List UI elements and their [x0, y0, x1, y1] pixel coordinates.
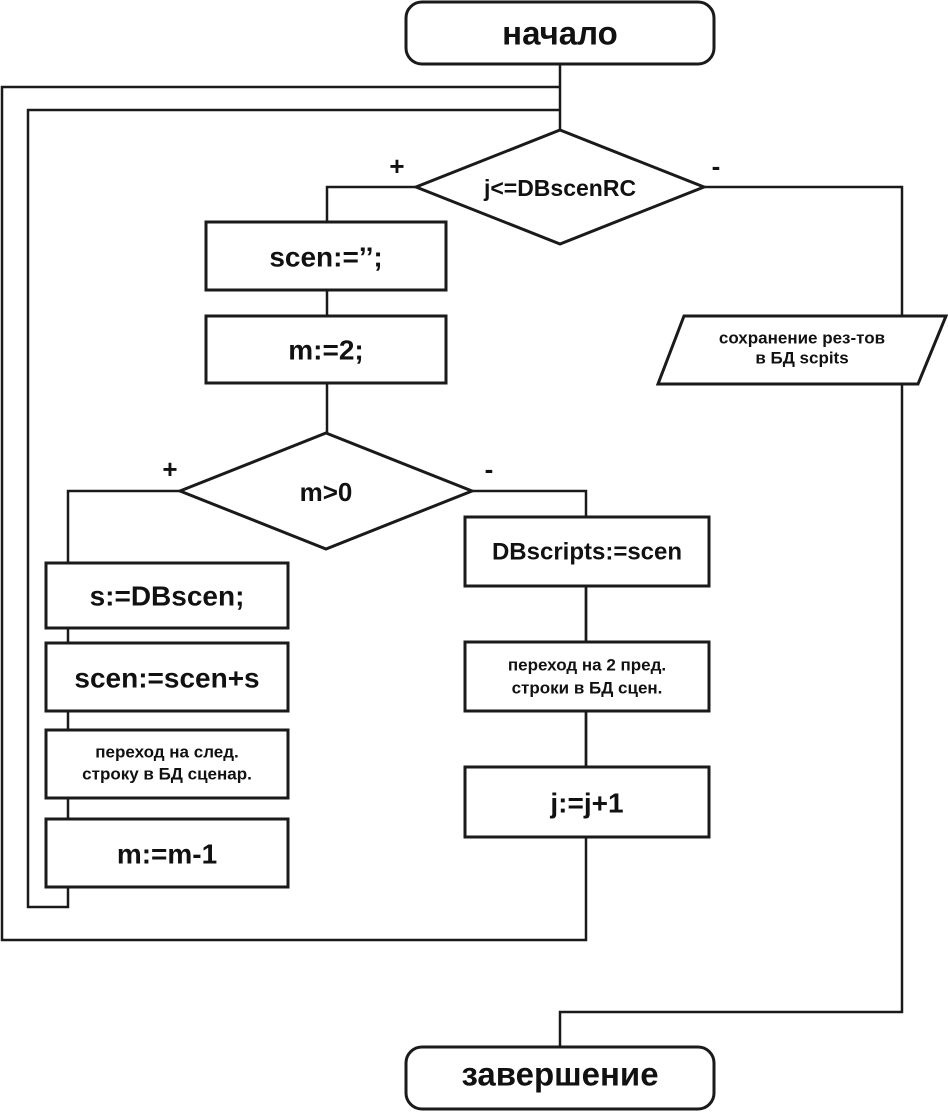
j-inc-label: j:=j+1	[549, 788, 623, 819]
output-save-results: сохранение рез-тов в БД scpits	[655, 314, 948, 386]
output-line2: в БД scpits	[755, 349, 848, 368]
process-next-row: переход на след. строку в БД сценар.	[44, 728, 290, 800]
decision-inner-yes-label: +	[162, 454, 177, 484]
decision-outer-label: j<=DBscenRC	[483, 175, 636, 201]
line-outer-yes	[325, 185, 416, 222]
line-output-to-end	[558, 384, 904, 1047]
back2-line1: переход на 2 пред.	[508, 656, 666, 675]
decision-inner: m>0 + -	[162, 431, 494, 551]
scen-concat-label: scen:=scen+s	[74, 663, 259, 694]
end-node: завершение	[404, 1045, 716, 1111]
process-scen-init: scen:=’’;	[204, 220, 448, 292]
process-j-inc: j:=j+1	[463, 765, 711, 839]
line-outer-no	[704, 185, 904, 316]
dbscripts-assign-label: DBscripts:=scen	[492, 539, 682, 566]
process-s-assign: s:=DBscen;	[44, 561, 290, 630]
line-inner-no	[472, 489, 588, 517]
process-dbscripts-assign: DBscripts:=scen	[463, 515, 711, 588]
output-line1: сохранение рез-тов	[719, 329, 885, 348]
decision-inner-no-label: -	[485, 454, 494, 484]
process-m-dec: m:=m-1	[44, 817, 290, 889]
m-dec-label: m:=m-1	[117, 839, 217, 870]
back2-line2: строки в БД сцен.	[512, 679, 663, 698]
decision-outer-no-label: -	[712, 151, 721, 181]
decision-inner-label: m>0	[300, 477, 353, 507]
next-row-line2: строку в БД сценар.	[82, 765, 252, 784]
start-label: начало	[502, 15, 618, 52]
m-init-label: m:=2;	[288, 335, 363, 366]
line-inner-loop-return	[26, 108, 560, 909]
decision-outer: j<=DBscenRC + -	[389, 128, 721, 246]
process-m-init: m:=2;	[204, 314, 448, 385]
connectors	[0, 64, 904, 1047]
s-assign-label: s:=DBscen;	[90, 581, 245, 612]
process-scen-concat: scen:=scen+s	[44, 641, 290, 713]
decision-outer-yes-label: +	[389, 151, 404, 181]
next-row-line1: переход на след.	[95, 743, 239, 762]
scen-init-label: scen:=’’;	[269, 242, 382, 273]
end-label: завершение	[461, 1056, 658, 1093]
line-inner-yes	[66, 489, 180, 563]
start-node: начало	[404, 0, 716, 66]
process-back-two-rows: переход на 2 пред. строки в БД сцен.	[463, 640, 711, 713]
